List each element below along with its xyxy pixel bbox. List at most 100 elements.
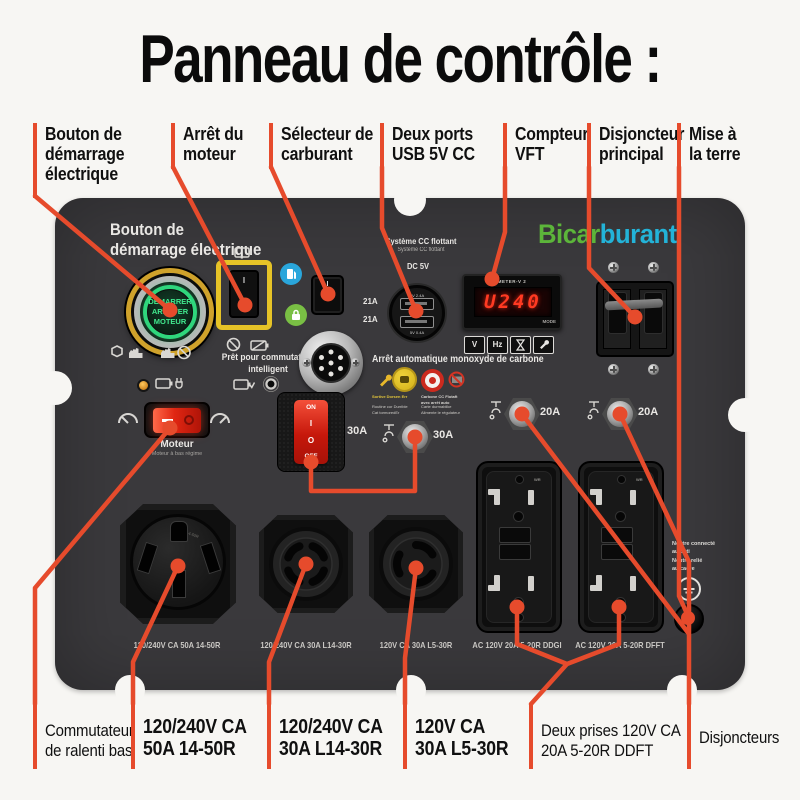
battery-icon xyxy=(234,246,252,258)
usb-port-top xyxy=(400,298,434,310)
gfci-slot xyxy=(630,490,636,505)
gfci-slot xyxy=(494,575,500,591)
main-switch-rating: 30A xyxy=(347,425,368,437)
hand-no-icon xyxy=(158,344,192,361)
screw-icon xyxy=(608,364,619,375)
callout-bar xyxy=(677,123,681,169)
co-warning-badge xyxy=(392,367,417,392)
co-sensor-badge xyxy=(421,369,444,392)
usb-bottom-label: 5V 0.4A xyxy=(409,330,425,335)
ground-hole xyxy=(615,511,626,522)
mounting-hole xyxy=(617,613,626,622)
fuel-selector-switch: I xyxy=(311,275,344,315)
meter-mode-label: MODE xyxy=(542,319,557,324)
meter-wrench-button xyxy=(533,336,554,354)
label-ground: Mise à la terre xyxy=(689,124,741,165)
page-title: Panneau de contrôle : xyxy=(139,21,662,97)
ground-terminal xyxy=(674,604,704,634)
label-start-button: Bouton de démarrage électrique xyxy=(45,124,125,185)
callout-bar xyxy=(380,123,384,169)
battery-slash-icon xyxy=(250,339,270,351)
panel-notch xyxy=(115,675,145,705)
connector-socket xyxy=(311,343,351,383)
main-switch-on-mark: I xyxy=(309,419,313,428)
push-breaker-core xyxy=(613,407,627,421)
dc-voltage: DC 5V xyxy=(406,261,430,271)
meter-hz-button: Hz xyxy=(487,336,508,354)
label-outlet-l530r: 120V CA 30A L5-30R xyxy=(415,716,509,761)
breaker-reset-icon xyxy=(382,422,396,444)
label-main-breaker: Disjoncteur principal xyxy=(599,124,685,165)
idle-switch-label: Moteur xyxy=(160,439,194,450)
outlet-face xyxy=(269,527,343,601)
battery-check-icon xyxy=(233,378,255,391)
outlet-slot xyxy=(172,570,186,598)
dc-jack-icon xyxy=(263,376,279,392)
co-fine-print: Carte durmablike Alimente le régulateur xyxy=(421,404,460,415)
ground-hole xyxy=(513,511,524,522)
switch-off-mark: O xyxy=(240,302,248,312)
meter-volt-button: V xyxy=(464,336,485,354)
callout-bar xyxy=(503,123,507,169)
vft-meter: METER-V 2 U240 MODE xyxy=(462,274,562,330)
label-outlet-l1430r: 120/240V CA 30A L14-30R xyxy=(279,716,383,761)
breaker-reset-icon xyxy=(587,399,601,421)
callout-bar xyxy=(171,123,175,169)
panel-notch xyxy=(394,184,426,216)
main-switch-off-mark: O xyxy=(307,436,315,445)
mounting-hole xyxy=(515,475,524,484)
main-switch-on: ON xyxy=(306,404,316,411)
gfci-slot xyxy=(596,489,602,505)
idle-control-switch xyxy=(144,402,210,438)
gfci-reset-button xyxy=(499,544,531,560)
meter-hourglass-button xyxy=(510,336,531,354)
sensor-glyph xyxy=(429,377,436,384)
co-fine-print: Carbone CC Flotaft avec arrêt auto xyxy=(421,394,458,405)
breaker-rating-20a: 20A xyxy=(540,406,561,418)
gfci-test-button xyxy=(601,527,633,543)
start-button-text: DÉMARRER ARRÊTER MOTEUR xyxy=(148,290,192,334)
brand-logo: Bicarburant xyxy=(538,219,677,250)
gfci-reset-button xyxy=(601,544,633,560)
co-glyph xyxy=(400,376,409,383)
outlet-label: 120/240V CA 30A L14-30R xyxy=(260,640,352,650)
wrench-icon xyxy=(377,371,393,387)
label-breakers: Disjoncteurs xyxy=(699,728,780,747)
screw-icon xyxy=(302,358,311,367)
callout-bar xyxy=(587,123,591,169)
indicator-light xyxy=(137,379,150,392)
usb-tongue xyxy=(405,320,427,323)
gfci-slot xyxy=(630,576,636,591)
smart-ready-text: Prêt pour commutateur intelligent xyxy=(221,352,315,375)
gfci-outlet-2: WR xyxy=(578,461,664,633)
gfci-outlet-1: WR xyxy=(476,461,562,633)
panel-notch xyxy=(38,371,72,405)
engine-stop-switch: I O xyxy=(229,270,259,318)
meter-reading: U240 xyxy=(484,291,542,313)
meter-display: U240 xyxy=(474,287,552,317)
callout-bar xyxy=(269,123,273,169)
co-fine-print: Routine cor Durrible Cat tormoredEr xyxy=(372,404,408,415)
outlet-label: AC 120V 20A 5-20R DDGI xyxy=(472,640,562,650)
panel-notch xyxy=(396,675,426,705)
neutral-bond-note: Neutre connecté au bâti Neutre relié au … xyxy=(672,541,716,572)
outlet-label: 120V CA 30A L5-30R xyxy=(379,640,453,650)
usb-tongue xyxy=(405,302,427,305)
breaker-rating-30a: 30A xyxy=(433,429,454,441)
ground-hole xyxy=(615,597,626,608)
screw-icon xyxy=(648,364,659,375)
outlet-slot xyxy=(170,521,188,542)
callout-bar xyxy=(403,703,407,769)
padlock-icon xyxy=(285,304,307,326)
breaker-toggle xyxy=(608,292,627,334)
nut-hand-icon xyxy=(110,344,144,361)
outlet-face xyxy=(379,527,453,601)
idle-switch-sublabel: Moteur à bas régime xyxy=(151,451,203,457)
amp-label: 21A xyxy=(363,297,378,306)
no-circle-icon xyxy=(226,337,241,352)
callout-bar xyxy=(33,123,37,198)
gfci-wr-marking: WR xyxy=(636,477,643,482)
label-engine-stop: Arrêt du moteur xyxy=(183,124,244,165)
screw-icon xyxy=(648,262,659,273)
